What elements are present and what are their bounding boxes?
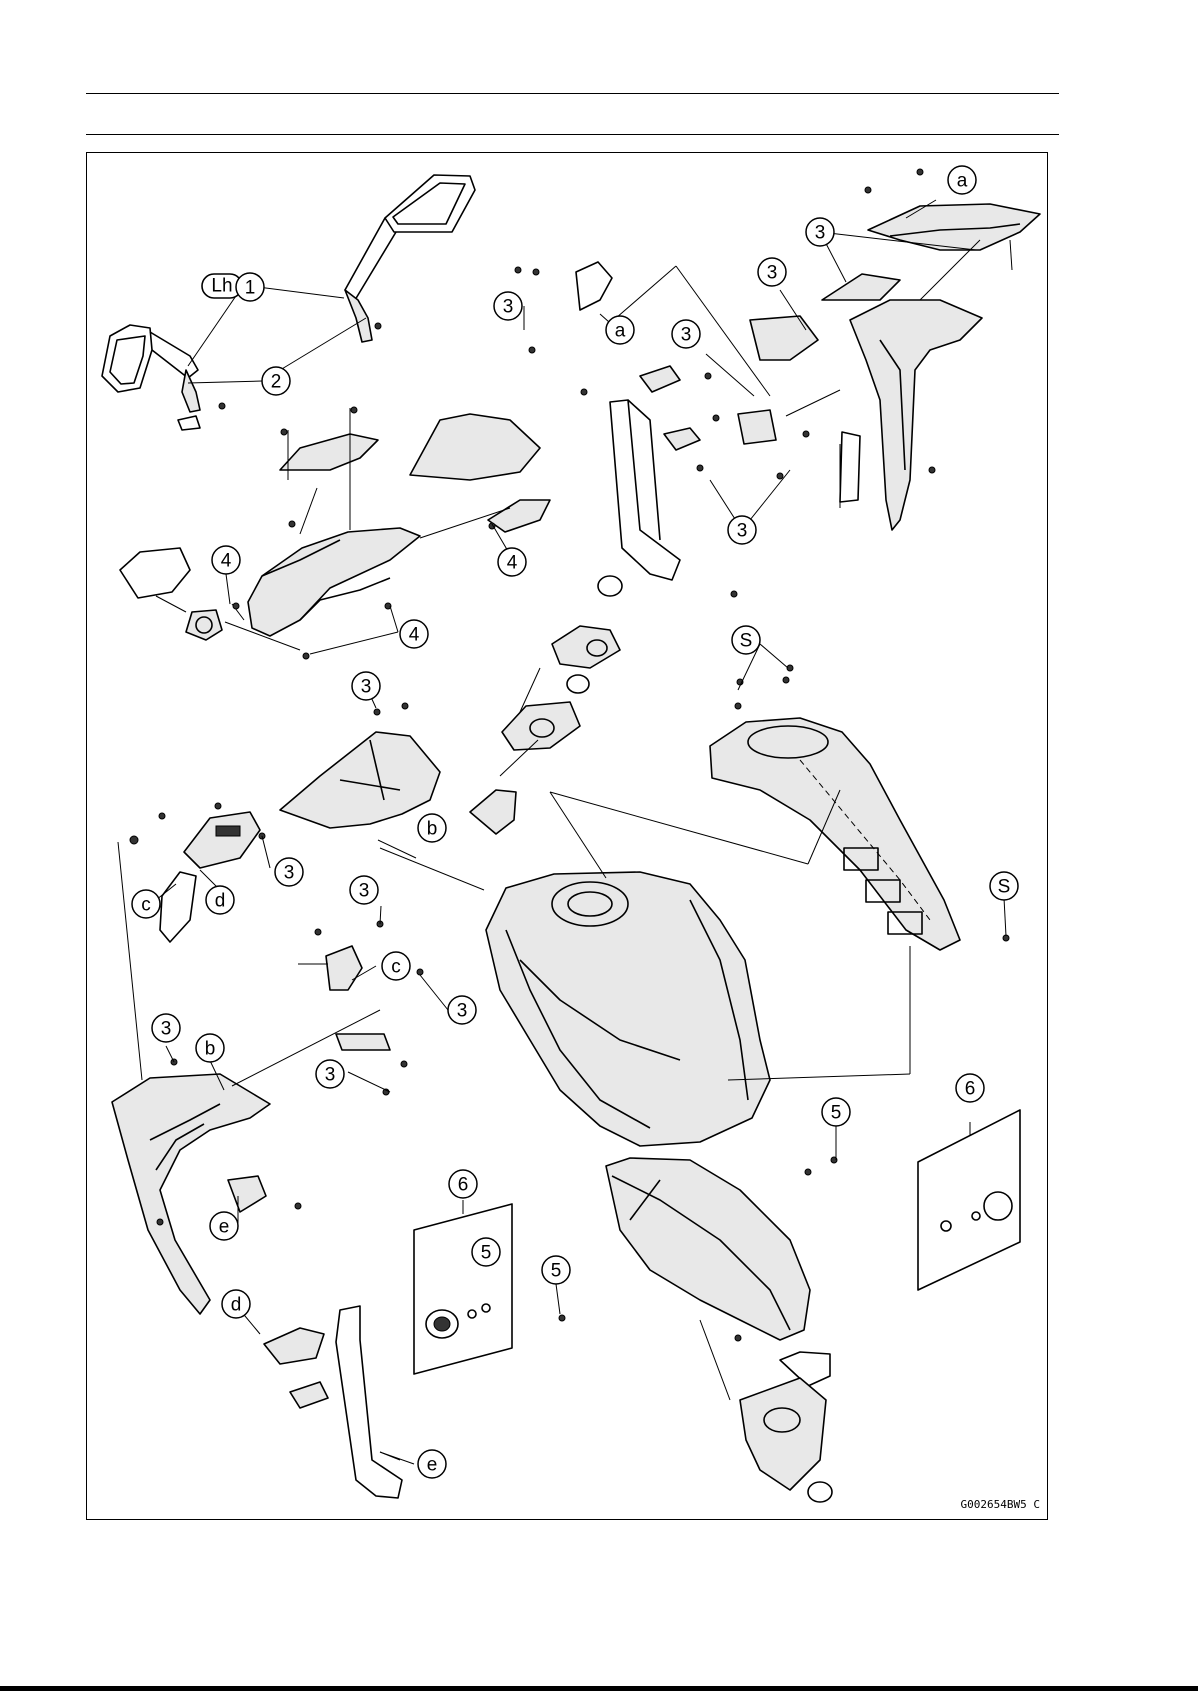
callout-2: 2 <box>262 367 290 395</box>
callout-sa: S <box>732 626 760 654</box>
callout-label: 3 <box>361 677 372 698</box>
callout-label: 1 <box>245 278 256 299</box>
callout-label: e <box>219 1217 230 1238</box>
meter-brackets <box>470 576 622 834</box>
svg-text:Lh: Lh <box>211 276 232 297</box>
callout-label: e <box>427 1455 438 1476</box>
callout-eb: e <box>418 1450 446 1478</box>
callout-3b: 3 <box>672 320 700 348</box>
callout-label: a <box>615 321 626 342</box>
callout-label: 3 <box>457 1001 468 1022</box>
figure-code: G002654BW5 C <box>961 1498 1040 1511</box>
callout-label: 3 <box>681 325 692 346</box>
callout-cb: c <box>382 952 410 980</box>
callout-3k: 3 <box>316 1060 344 1088</box>
callout-label: 5 <box>551 1261 562 1282</box>
callout-ab: a <box>606 316 634 344</box>
callout-3f: 3 <box>352 672 380 700</box>
front-fender <box>606 1158 832 1502</box>
fuel-tank <box>486 872 770 1146</box>
callout-aa: a <box>948 166 976 194</box>
callout-label: 4 <box>409 625 420 646</box>
callout-1: 1 <box>236 273 264 301</box>
callout-3d: 3 <box>758 258 786 286</box>
callout-label: 3 <box>161 1019 172 1040</box>
callout-label: 6 <box>458 1175 469 1196</box>
callout-label: d <box>215 891 226 912</box>
callout-label: 5 <box>831 1103 842 1124</box>
callout-4c: 4 <box>400 620 428 648</box>
callout-label: b <box>205 1039 216 1060</box>
tank-cover-top <box>710 718 960 950</box>
mirror-right <box>345 175 475 342</box>
callout-label: 3 <box>359 881 370 902</box>
callout-label: c <box>391 957 401 978</box>
callout-5c: 5 <box>542 1256 570 1284</box>
callout-label: d <box>231 1295 242 1316</box>
callout-3a: 3 <box>494 292 522 320</box>
callout-db: d <box>222 1290 250 1318</box>
callout-3i: 3 <box>448 996 476 1024</box>
callout-5b: 5 <box>472 1238 500 1266</box>
upper-cowl <box>120 414 550 640</box>
callout-3g: 3 <box>275 858 303 886</box>
callout-6a: 6 <box>449 1170 477 1198</box>
callout-label: 4 <box>507 553 518 574</box>
callout-label: S <box>998 877 1011 898</box>
callout-5a: 5 <box>822 1098 850 1126</box>
right-side-cowl <box>822 204 1040 530</box>
callout-label: b <box>427 819 438 840</box>
callout-6b: 6 <box>956 1074 984 1102</box>
callout-sb: S <box>990 872 1018 900</box>
callout-label: 3 <box>284 863 295 884</box>
callout-label: 3 <box>737 521 748 542</box>
callout-label: 2 <box>271 372 282 393</box>
callout-ba: b <box>418 814 446 842</box>
callout-label: 6 <box>965 1079 976 1100</box>
cap-box-left <box>414 1200 512 1374</box>
inner-cowl-left <box>160 732 440 942</box>
callout-label: c <box>141 895 151 916</box>
callout-3j: 3 <box>152 1014 180 1042</box>
callout-3h: 3 <box>350 876 378 904</box>
callout-label: 4 <box>221 551 232 572</box>
callout-label: 3 <box>503 297 514 318</box>
callout-label: 3 <box>815 223 826 244</box>
callout-da: d <box>206 886 234 914</box>
callout-3c: 3 <box>806 218 834 246</box>
front-stay-bracket <box>576 262 818 580</box>
callout-4a: 4 <box>212 546 240 574</box>
callout-ca: c <box>132 890 160 918</box>
callout-label: 3 <box>767 263 778 284</box>
mirror-left <box>102 325 225 430</box>
callout-label: S <box>740 631 753 652</box>
lower-stay <box>264 1306 402 1498</box>
callout-bb: b <box>196 1034 224 1062</box>
callout-ea: e <box>210 1212 238 1240</box>
callout-4b: 4 <box>498 548 526 576</box>
callout-label: 3 <box>325 1065 336 1086</box>
callout-label: a <box>957 171 968 192</box>
callout-label: 5 <box>481 1243 492 1264</box>
cap-box-right <box>918 1110 1020 1290</box>
callout-3e: 3 <box>728 516 756 544</box>
